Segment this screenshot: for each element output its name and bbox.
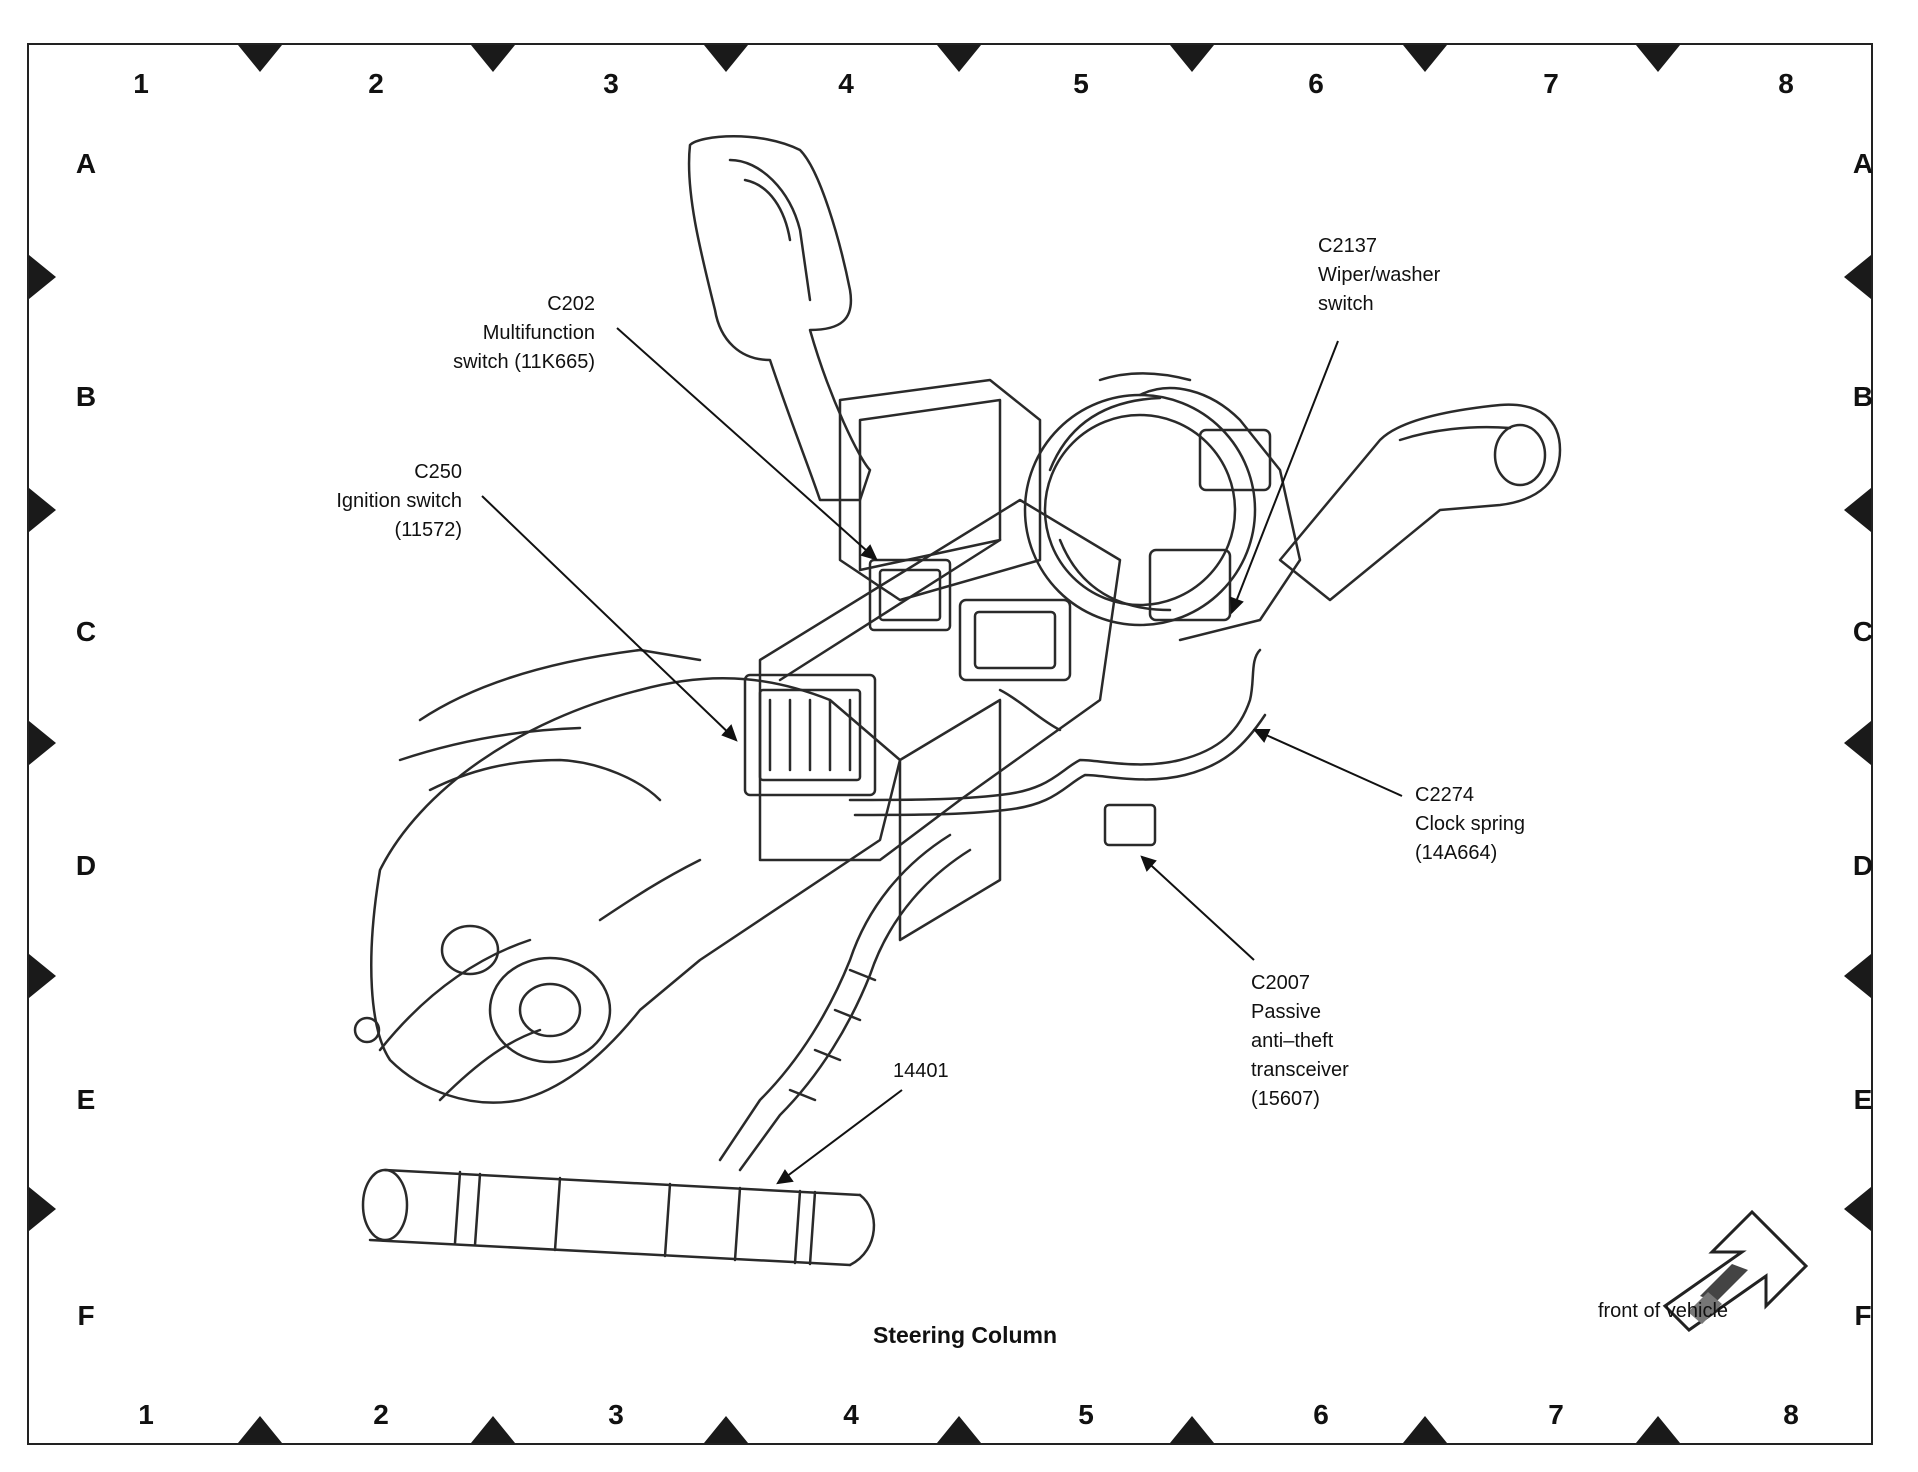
edge-marker: [937, 45, 981, 72]
grid-column-label: 4: [843, 1399, 859, 1430]
callout-line: Passive: [1251, 1001, 1322, 1023]
callout-c202: C202 Multifunction switch (11K665): [430, 290, 595, 377]
edge-marker: [1844, 954, 1871, 998]
grid-row-label: A: [75, 148, 97, 179]
callout-14401: 14401: [893, 1057, 973, 1086]
grid-row-label: F: [1854, 1300, 1872, 1331]
edge-marker: [1170, 45, 1214, 72]
leader-c2137: [1231, 340, 1339, 613]
leader-14401: [777, 1089, 903, 1184]
callout-line: C250: [414, 461, 462, 483]
callout-c2137: C2137 Wiper/washer switch: [1318, 232, 1498, 319]
grid-column-label: 5: [1078, 1399, 1094, 1430]
callout-line: switch: [1318, 293, 1374, 315]
edge-marker: [1844, 488, 1871, 532]
edge-marker: [238, 1416, 282, 1443]
clock-spring-assembly: [1023, 372, 1302, 642]
grid-row-label: E: [1853, 1084, 1873, 1115]
leader-c2274: [1254, 729, 1403, 797]
steering-column-illustration: [353, 135, 1562, 1267]
edge-marker: [238, 45, 282, 72]
leader-c250: [481, 495, 737, 741]
grid-column-label: 3: [608, 1399, 624, 1430]
edge-marker: [1636, 1416, 1680, 1443]
grid-column-label: 8: [1783, 1399, 1799, 1430]
grid-column-label: 7: [1548, 1399, 1564, 1430]
edge-marker: [704, 1416, 748, 1443]
column-mount-bracket: [353, 648, 902, 1104]
grid-column-label: 1: [133, 68, 149, 99]
edge-marker: [29, 255, 56, 299]
grid-row-label: D: [75, 850, 97, 881]
edge-marker: [1170, 1416, 1214, 1443]
edge-marker: [29, 1187, 56, 1231]
grid-row-label: C: [75, 616, 97, 647]
leader-lines: [481, 327, 1403, 1185]
edge-marker: [937, 1416, 981, 1443]
diagram-frame: [27, 43, 1873, 1445]
grid-column-label: 7: [1543, 68, 1559, 99]
grid-row-label: B: [75, 381, 97, 412]
leader-c2007: [1141, 856, 1255, 961]
edge-marker: [1844, 255, 1871, 299]
grid-column-label: 2: [368, 68, 384, 99]
ignition-switch-connector: [743, 673, 877, 797]
callout-line: transceiver: [1251, 1059, 1349, 1081]
callout-line: (15607): [1251, 1088, 1320, 1110]
edge-marker: [1844, 721, 1871, 765]
callout-line: C2007: [1251, 972, 1310, 994]
callout-c2007: C2007 Passive anti–theft transceiver (15…: [1251, 969, 1401, 1114]
grid-column-label: 4: [838, 68, 854, 99]
edge-marker: [29, 721, 56, 765]
callout-line: switch (11K665): [453, 351, 595, 373]
column-housing: [758, 498, 1122, 942]
grid-column-label: 3: [603, 68, 619, 99]
callout-line: Ignition switch: [336, 490, 462, 512]
callout-line: C2137: [1318, 235, 1377, 257]
edge-marker: [471, 45, 515, 72]
grid-row-label: B: [1852, 381, 1874, 412]
multifunction-switch-body: [838, 378, 1072, 682]
grid-column-label: 5: [1073, 68, 1089, 99]
edge-marker: [1844, 1187, 1871, 1231]
edge-marker: [471, 1416, 515, 1443]
grid-row-label: F: [77, 1300, 95, 1331]
grid-row-label: A: [1852, 148, 1874, 179]
front-of-vehicle-arrow: [1662, 1209, 1809, 1332]
callout-c2274: C2274 Clock spring (14A664): [1415, 781, 1585, 868]
callout-line: (14A664): [1415, 842, 1498, 864]
grid-column-label: 2: [373, 1399, 389, 1430]
right-stalk-lever: [1278, 403, 1562, 602]
callout-line: Multifunction: [482, 322, 595, 344]
edge-marker: [1403, 1416, 1447, 1443]
harness-tube-14401: [361, 1168, 876, 1267]
wiring-harness: [718, 648, 1267, 1172]
edge-marker: [704, 45, 748, 72]
grid-row-label: E: [76, 1084, 96, 1115]
grid-column-label: 8: [1778, 68, 1794, 99]
callout-c250: C250 Ignition switch (11572): [300, 458, 462, 545]
front-of-vehicle-label: front of vehicle: [1597, 1300, 1729, 1322]
callout-line: Wiper/washer: [1318, 264, 1441, 286]
edge-marker: [29, 954, 56, 998]
diagram-caption: Steering Column: [872, 1322, 1058, 1348]
grid-row-label: C: [1852, 616, 1874, 647]
edge-marker: [29, 488, 56, 532]
grid-column-label: 6: [1308, 68, 1324, 99]
leader-c202: [616, 327, 877, 560]
callout-line: anti–theft: [1251, 1030, 1334, 1052]
callout-line: C202: [547, 293, 595, 315]
grid-column-label: 6: [1313, 1399, 1329, 1430]
callout-line: C2274: [1415, 784, 1474, 806]
grid-row-label: D: [1852, 850, 1874, 881]
edge-marker: [1403, 45, 1447, 72]
upper-stalk-lever: [687, 135, 872, 502]
edge-marker: [1636, 45, 1680, 72]
callout-line: 14401: [893, 1060, 949, 1082]
callout-line: Clock spring: [1415, 813, 1526, 835]
edge-markers: [29, 45, 1871, 1443]
callout-line: (11572): [394, 519, 462, 541]
grid-column-label: 1: [138, 1399, 154, 1430]
